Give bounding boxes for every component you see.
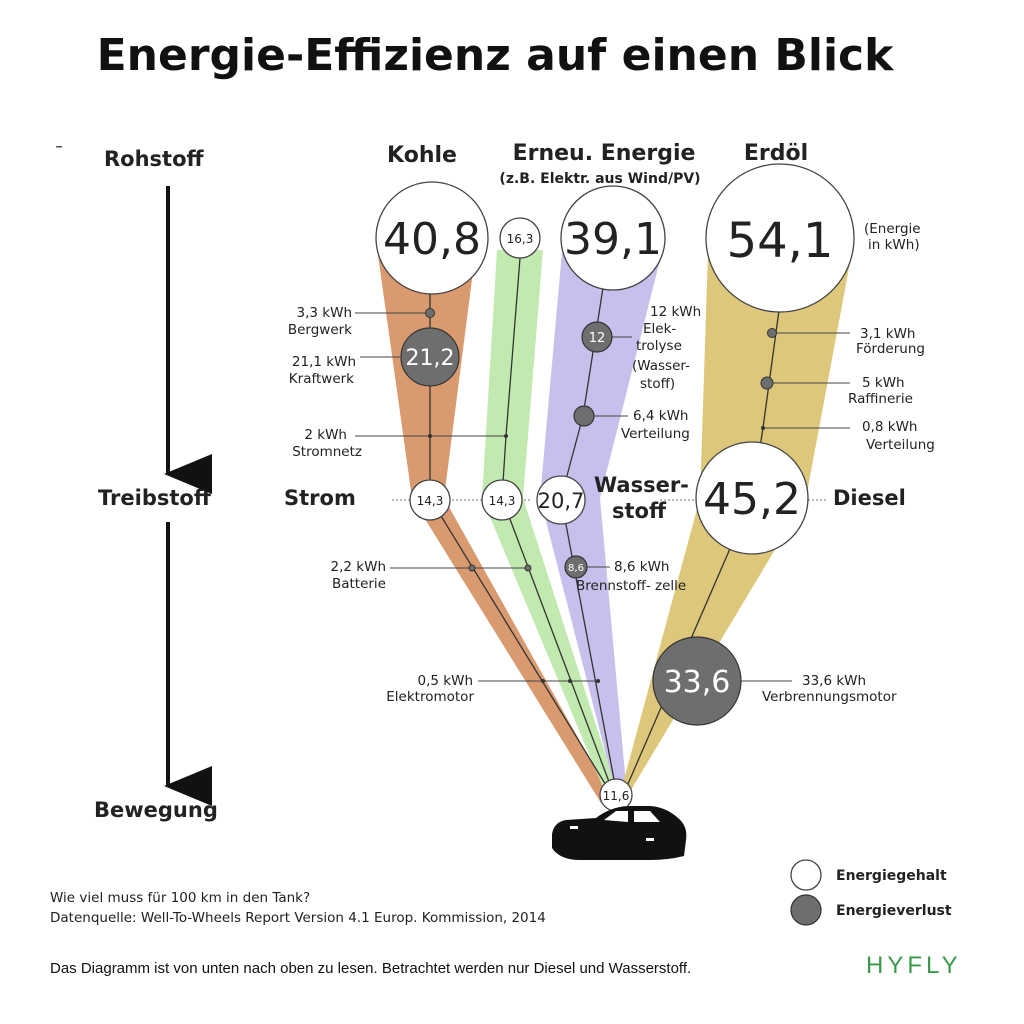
verteilung-oel-label: Verteilung	[866, 437, 935, 453]
strom-kohle-node	[409, 479, 451, 521]
kraftwerk-loss-value: 21,2	[406, 346, 455, 371]
batterie-label: Batterie	[332, 576, 386, 592]
elektrolyse-label-4: stoff)	[640, 376, 675, 392]
brennstoffzelle-loss-value: 8,6	[568, 563, 584, 574]
wasserstoff-value: 20,7	[538, 489, 585, 513]
strom-erneu-node	[481, 479, 523, 521]
fuel-strom: Strom	[284, 486, 356, 510]
verteilung-oel-kwh: 0,8 kWh	[862, 419, 917, 435]
page-title: Energie-Effizienz auf einen Blick	[96, 30, 894, 81]
verbrennung-label: Verbrennungsmotor	[762, 689, 897, 705]
erneu-start-value: 16,3	[507, 232, 534, 246]
fuel-wasserstoff-1: Wasser-	[594, 473, 689, 497]
stromnetz-kwh: 2 kWh	[304, 427, 347, 443]
elektrolyse-label-2: trolyse	[636, 338, 682, 354]
unit-note-line1: (Energie	[864, 221, 921, 237]
elektrolyse-label-3: (Wasser-	[632, 358, 690, 374]
fuel-wasserstoff-2: stoff	[612, 499, 667, 523]
kraftwerk-loss-node	[400, 327, 460, 387]
bewegung-value: 11,6	[603, 789, 630, 803]
tiny-dots	[428, 426, 765, 683]
elektrolyse-kwh: 12 kWh	[650, 304, 701, 320]
elektrolyse-loss-value: 12	[589, 331, 606, 346]
diesel-node	[695, 441, 809, 555]
header-kohle: Kohle	[387, 143, 457, 168]
wasser-start-node	[560, 185, 666, 291]
kraftwerk-label: Kraftwerk	[289, 371, 354, 387]
bergwerk-label: Bergwerk	[288, 322, 352, 338]
verteilung-h2-label: Verteilung	[621, 426, 690, 442]
stromnetz-label: Stromnetz	[292, 444, 362, 460]
brennstoffzelle-loss-node	[564, 555, 588, 579]
brand-logo: HYFLY	[866, 952, 962, 979]
foerderung-label: Förderung	[856, 341, 925, 357]
elektromotor-kwh: 0,5 kWh	[418, 673, 473, 689]
header-erdoel: Erdöl	[744, 141, 808, 166]
legend-verlust-label: Energieverlust	[836, 903, 952, 919]
strom-kohle-value: 14,3	[417, 494, 444, 508]
strom-erneu-value: 14,3	[489, 494, 516, 508]
erneu-start-node	[499, 217, 541, 259]
verbrennung-loss-node	[652, 636, 742, 726]
legend-gehalt-label: Energiegehalt	[836, 868, 947, 884]
raffinerie-label: Raffinerie	[848, 391, 913, 407]
wasser-start-value: 39,1	[564, 214, 662, 265]
stage-rohstoff: Rohstoff	[104, 147, 205, 171]
unit-note-line2: in kWh)	[868, 237, 920, 253]
car-icon	[552, 806, 687, 860]
kohle-band	[377, 248, 610, 803]
header-erneu: Erneu. Energie	[513, 141, 696, 166]
elektromotor-label: Elektromotor	[386, 689, 474, 705]
verteilung-h2-kwh: 6,4 kWh	[633, 408, 688, 424]
header-erneu-sub: (z.B. Elektr. aus Wind/PV)	[499, 171, 700, 187]
footer-source: Datenquelle: Well-To-Wheels Report Versi…	[50, 910, 546, 926]
brennstoffzelle-kwh: 8,6 kWh	[614, 559, 669, 575]
verbrennung-loss-value: 33,6	[664, 665, 731, 700]
footer-note: Das Diagramm ist von unten nach oben zu …	[50, 960, 692, 977]
erdoel-start-node	[705, 163, 855, 313]
brennstoffzelle-label: Brennstoff- zelle	[576, 578, 686, 594]
foerderung-kwh: 3,1 kWh	[860, 326, 915, 342]
raffinerie-kwh: 5 kWh	[862, 375, 905, 391]
verteilung-h2-loss-node	[573, 405, 595, 427]
elektrolyse-loss-node	[581, 321, 613, 353]
footer-question: Wie viel muss für 100 km in den Tank?	[50, 890, 310, 906]
stray-mark	[56, 146, 62, 148]
fuel-diesel: Diesel	[833, 486, 906, 510]
diesel-value: 45,2	[703, 474, 801, 525]
elektrolyse-label-1: Elek-	[643, 321, 676, 337]
erdoel-start-value: 54,1	[727, 213, 834, 269]
wasserstoff-node	[536, 475, 586, 525]
kohle-start-value: 40,8	[383, 214, 481, 265]
legend-verlust-icon	[790, 894, 822, 926]
junction-dots	[425, 308, 777, 572]
verbrennung-kwh: 33,6 kWh	[802, 673, 866, 689]
stage-bewegung: Bewegung	[94, 798, 218, 822]
legend-gehalt-icon	[790, 859, 822, 891]
stage-treibstoff: Treibstoff	[98, 486, 212, 510]
batterie-kwh: 2,2 kWh	[331, 559, 386, 575]
kohle-start-node	[375, 181, 489, 295]
kraftwerk-kwh: 21,1 kWh	[292, 354, 356, 370]
bergwerk-kwh: 3,3 kWh	[297, 305, 352, 321]
wasserstoff-band	[540, 252, 662, 790]
erneu-band	[482, 250, 617, 797]
